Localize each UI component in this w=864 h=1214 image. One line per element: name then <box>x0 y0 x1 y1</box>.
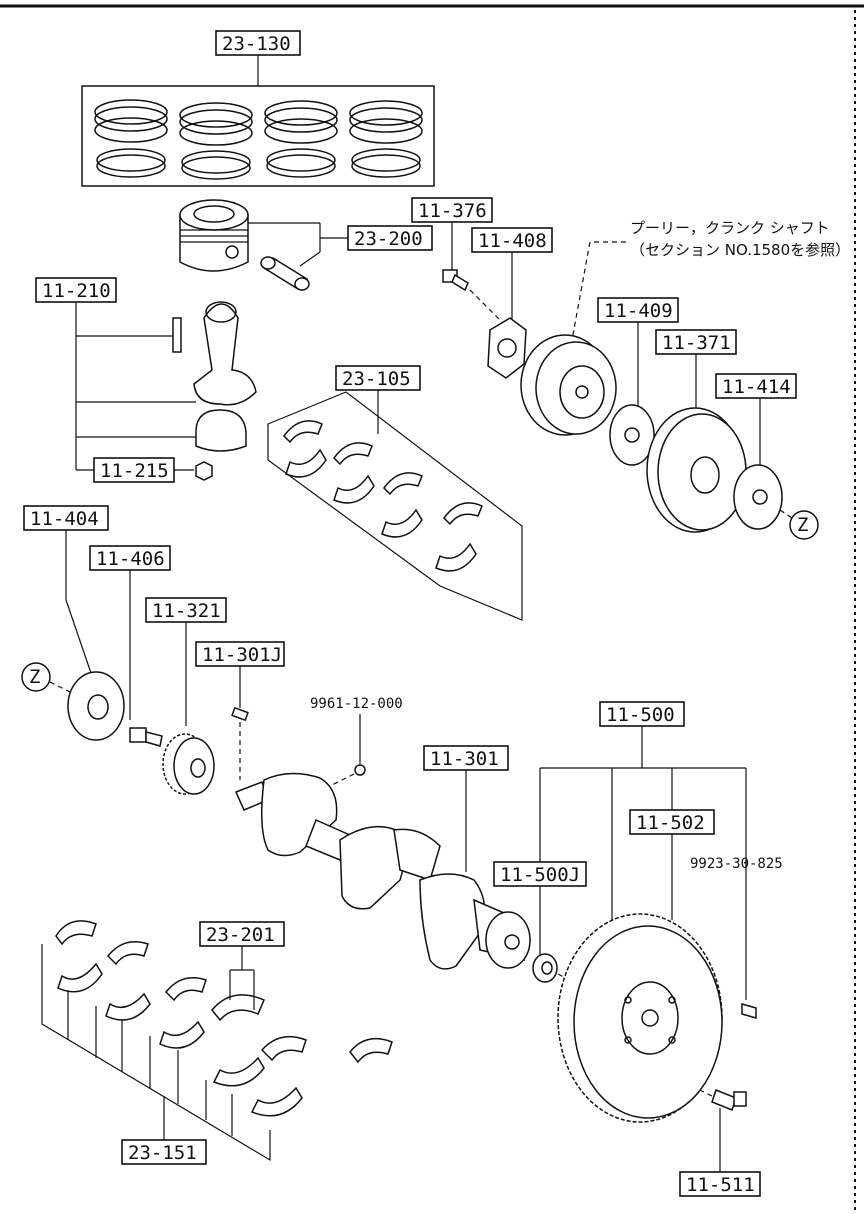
dowel-pin-icon <box>741 1003 757 1019</box>
plate-409-group: 11-409 <box>597 297 679 466</box>
plate-404-icon <box>67 671 125 741</box>
bearing-icon <box>532 953 558 983</box>
marker-z-left: Z <box>29 666 40 688</box>
flywheel-assembly-group: 11-500 11-502 9923-30-825 <box>539 701 783 1123</box>
label-11-301[interactable]: 11-301 <box>430 748 499 770</box>
label-23-105[interactable]: 23-105 <box>342 368 411 390</box>
main-bearing-frame <box>41 944 271 1162</box>
piston-ring-set-group: 23-130 <box>81 30 435 187</box>
flywheel-bolt-group: 11-511 <box>679 1087 761 1197</box>
label-11-376[interactable]: 11-376 <box>418 200 487 222</box>
plug-group: 9961-12-000 <box>310 696 403 787</box>
sprocket-icon <box>162 733 215 795</box>
bearing-frame <box>267 391 523 621</box>
label-11-408[interactable]: 11-408 <box>478 230 547 252</box>
label-23-130[interactable]: 23-130 <box>222 33 291 55</box>
crankshaft-icon <box>234 772 531 970</box>
pulley-371-group: 11-371 <box>646 329 747 533</box>
nut-icon <box>195 461 213 481</box>
bolt-icon <box>442 269 469 292</box>
label-23-200[interactable]: 23-200 <box>354 228 423 250</box>
label-9961-12-000[interactable]: 9961-12-000 <box>310 696 403 712</box>
key-icon <box>231 706 249 722</box>
marker-z-right: Z <box>797 514 808 536</box>
crankshaft-group: 11-301 <box>234 745 531 970</box>
label-11-215[interactable]: 11-215 <box>100 460 169 482</box>
label-23-151[interactable]: 23-151 <box>128 1142 197 1164</box>
label-11-321[interactable]: 11-321 <box>152 600 221 622</box>
plate-404-group: 11-404 Z <box>21 505 125 741</box>
pulley-bolt-group: 11-376 <box>411 197 503 323</box>
connecting-rod-icon <box>172 301 257 452</box>
label-11-301j[interactable]: 11-301J <box>202 644 282 666</box>
label-11-409[interactable]: 11-409 <box>604 300 673 322</box>
note-line-2: （セクション NO.1580を参照） <box>630 241 850 259</box>
plate-414-icon <box>733 464 783 530</box>
key-301j-group: 11-301J <box>195 641 285 780</box>
label-11-500j[interactable]: 11-500J <box>500 864 580 886</box>
sprocket-321-group: 11-321 <box>145 597 227 795</box>
piston-group: 23-200 <box>179 199 433 291</box>
plate-icon <box>487 317 527 379</box>
label-9923-30-825[interactable]: 9923-30-825 <box>690 856 783 872</box>
label-11-210[interactable]: 11-210 <box>42 280 111 302</box>
plate-414-group: 11-414 Z <box>715 373 819 540</box>
label-11-414[interactable]: 11-414 <box>722 376 791 398</box>
flywheel-icon <box>557 913 723 1123</box>
label-11-500[interactable]: 11-500 <box>606 704 675 726</box>
main-bearing-group: 23-201 23-151 <box>41 920 393 1165</box>
pulley-plate-group: 11-408 <box>471 227 553 379</box>
pilot-bearing-group: 11-500J <box>493 861 587 987</box>
bolt-406-icon <box>129 727 163 747</box>
label-11-404[interactable]: 11-404 <box>30 508 99 530</box>
label-11-371[interactable]: 11-371 <box>662 332 731 354</box>
plate-409-icon <box>609 404 655 466</box>
connecting-rod-group: 11-210 11-215 <box>35 277 257 483</box>
label-23-201[interactable]: 23-201 <box>206 924 275 946</box>
piston-rings-icon <box>94 99 423 180</box>
pulley-reference-note: プーリー，クランク シャフト （セクション NO.1580を参照） <box>520 219 850 436</box>
piston-icon <box>179 199 249 272</box>
key-406-group: 11-406 <box>89 545 171 747</box>
flywheel-bolt-icon <box>711 1089 747 1111</box>
crank-pulley-icon <box>520 334 617 436</box>
label-11-511[interactable]: 11-511 <box>686 1174 755 1196</box>
plug-icon <box>354 764 366 776</box>
pulley-371-icon <box>646 407 747 533</box>
label-11-406[interactable]: 11-406 <box>96 548 165 570</box>
label-11-502[interactable]: 11-502 <box>636 812 705 834</box>
conrod-bearing-group: 23-105 <box>267 365 523 621</box>
main-bearings-icon <box>55 920 393 1117</box>
conrod-bearings-icon <box>283 420 483 572</box>
piston-pin-icon <box>260 256 310 291</box>
note-line-1: プーリー，クランク シャフト <box>630 219 830 237</box>
